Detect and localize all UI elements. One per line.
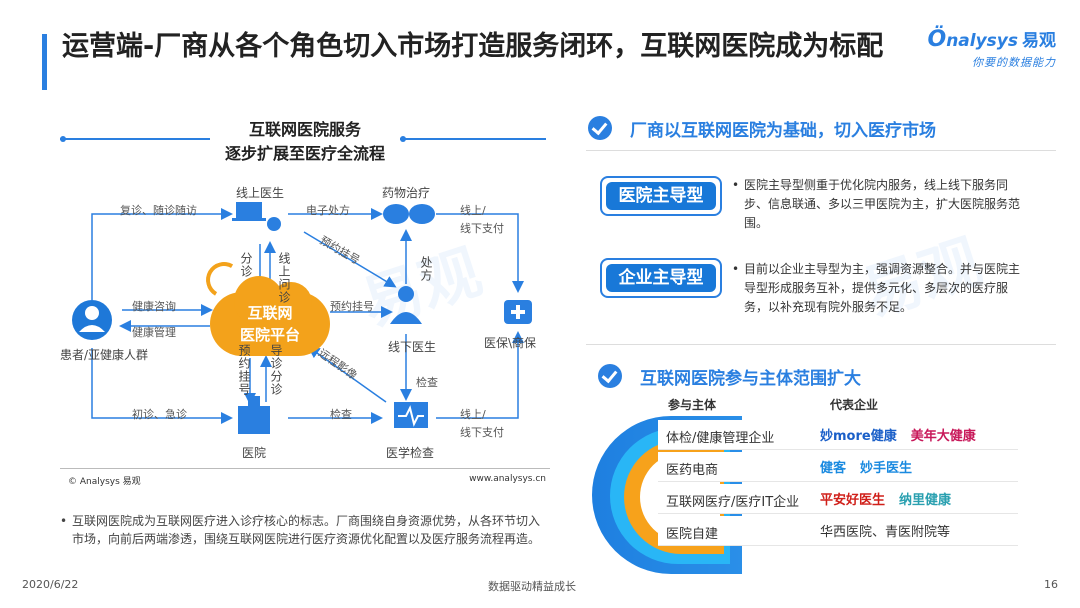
check-icon <box>598 364 622 388</box>
node-insurance: 医保\商保 <box>484 336 537 350</box>
diagram-title: 互联网医院服务 逐步扩展至医疗全流程 <box>224 120 385 163</box>
edge-followup: 复诊、随诊随访 <box>120 204 197 217</box>
title-rule-right <box>400 136 546 142</box>
col-header-subject: 参与主体 <box>668 398 717 412</box>
edge-e-prescription: 电子处方 <box>306 204 350 217</box>
section-heading-2: 互联网医院参与主体范围扩大 <box>640 369 861 389</box>
bottom-note: 互联网医院成为互联网医疗进入诊疗核心的标志。厂商围绕自身资源优势，从各环节切入市… <box>60 512 542 548</box>
edge-health-consult: 健康咨询 <box>132 300 176 313</box>
diagram-copyright: © Analysys 易观 <box>68 477 141 487</box>
edge-pay2-b: 线下支付 <box>460 426 504 439</box>
diagram-divider <box>60 468 550 469</box>
edge-pay-b: 线下支付 <box>460 222 504 235</box>
node-online-doctor: 线上医生 <box>236 186 285 200</box>
diagram-url: www.analysys.cn <box>469 474 546 484</box>
logo-text: nalysys <box>946 31 1018 51</box>
edge-guide-vertical: 导诊分诊 <box>269 344 283 396</box>
internet-hospital-platform: 互联网 医院平台 <box>210 276 330 356</box>
edge-check: 检查 <box>416 376 438 389</box>
footer-date: 2020/6/22 <box>22 578 79 591</box>
footer-slogan: 数据驱动精益成长 <box>488 580 576 593</box>
service-diagram: 互联网医院服务 逐步扩展至医疗全流程 <box>60 112 550 492</box>
edge-prescribe: 处方 <box>419 256 433 282</box>
table-row: 医院自建 华西医院、青医附院等 <box>658 516 1018 546</box>
desc-enterprise-led: 目前以企业主导型为主，强调资源整合。并与医院主导型形成服务互补，提供多元化、多层… <box>732 260 1024 317</box>
table-row: 互联网医疗/医疗IT企业 平安好医生纳里健康 <box>658 484 1018 514</box>
node-offline-doctor: 线下医生 <box>388 340 437 354</box>
node-drug-treatment: 药物治疗 <box>382 186 431 200</box>
page-title: 运营端-厂商从各个角色切入市场打造服务闭环，互联网医院成为标配 <box>62 31 884 62</box>
logo-cn: 易观 <box>1022 31 1056 51</box>
title-accent-bar <box>42 34 47 90</box>
pill-enterprise-led: 企业主导型 <box>600 258 722 298</box>
check-icon <box>588 116 612 140</box>
edge-check-2: 检查 <box>330 408 352 421</box>
desc-hospital-led: 医院主导型侧重于优化院内服务，线上线下服务同步、信息联通、多以三甲医院为主，扩大… <box>732 176 1024 233</box>
diagram-arrows <box>72 202 532 434</box>
edge-appointment-2: 预约挂号 <box>330 300 374 313</box>
node-medical-exam: 医学检查 <box>386 446 435 460</box>
node-hospital: 医院 <box>242 446 267 460</box>
table-row: 医药电商 健客妙手医生 <box>658 452 1018 482</box>
table-row: 体检/健康管理企业 妙more健康美年大健康 <box>658 420 1018 450</box>
footer-page-number: 16 <box>1044 578 1058 591</box>
edge-pay-a: 线上/ <box>460 204 486 217</box>
edge-first-visit: 初诊、急诊 <box>132 408 187 421</box>
edge-online-consult: 线上问诊 <box>277 252 291 304</box>
pill-hospital-led: 医院主导型 <box>600 176 722 216</box>
edge-triage: 分诊 <box>239 252 253 278</box>
section-divider <box>586 150 1056 151</box>
section-heading-1: 厂商以互联网医院为基础，切入医疗市场 <box>630 121 936 141</box>
edge-pay2-a: 线上/ <box>460 408 486 421</box>
section-divider <box>586 344 1056 345</box>
edge-health-manage: 健康管理 <box>132 326 176 339</box>
col-header-companies: 代表企业 <box>830 398 879 412</box>
node-patient: 患者/亚健康人群 <box>60 348 149 362</box>
title-rule-left <box>60 136 210 142</box>
logo-slogan: 你要的数据能力 <box>972 56 1056 69</box>
edge-appt-vertical: 预约挂号 <box>237 344 251 396</box>
